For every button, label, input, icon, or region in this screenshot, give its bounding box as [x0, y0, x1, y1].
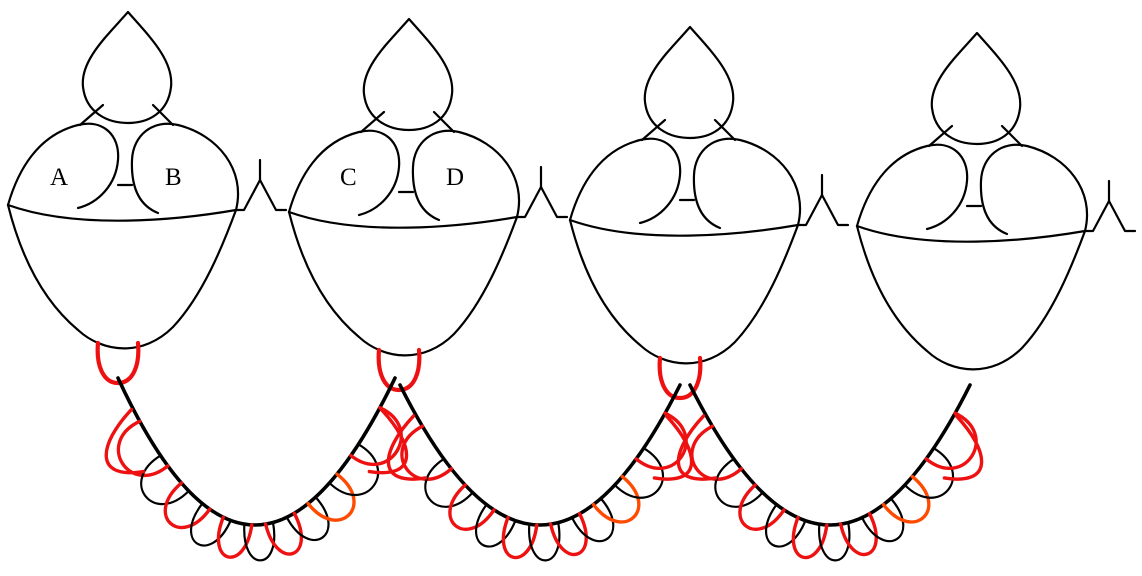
body-top-arc: [8, 205, 236, 221]
picot-connector: [517, 187, 567, 217]
ring-top-teardrop: [645, 27, 733, 138]
body-top-arc: [289, 212, 517, 228]
picot-connector: [236, 180, 286, 210]
scallop-1: [106, 378, 406, 560]
label-a: A: [50, 164, 68, 191]
ring-top-teardrop: [364, 19, 452, 130]
label-b: B: [165, 164, 182, 191]
ring-top-teardrop: [932, 33, 1020, 144]
body-top-arc: [570, 220, 798, 236]
ring-left: [857, 145, 967, 229]
ring-right: [694, 139, 800, 228]
ring-right: [413, 131, 519, 220]
body-outline: [857, 226, 1085, 369]
ring-right: [132, 124, 238, 213]
motif-2: [289, 19, 567, 390]
scallop-2: [388, 385, 691, 560]
picot-connector: [1085, 201, 1135, 231]
body-outline: [8, 205, 236, 348]
body-outline: [570, 220, 798, 363]
ring-right: [981, 145, 1087, 234]
label-c: C: [340, 164, 357, 191]
body-outline: [289, 212, 517, 355]
motif-row: [8, 12, 1135, 398]
scallop-3: [678, 385, 981, 560]
motif-3: [570, 27, 848, 398]
body-top-arc: [857, 226, 1085, 242]
motif-1: [8, 12, 286, 383]
picot-connector: [798, 195, 848, 225]
ring-top-teardrop: [83, 12, 171, 123]
motif-4: [857, 33, 1135, 369]
ring-left: [570, 139, 680, 223]
scallop-row: [106, 378, 981, 560]
label-d: D: [446, 164, 464, 191]
